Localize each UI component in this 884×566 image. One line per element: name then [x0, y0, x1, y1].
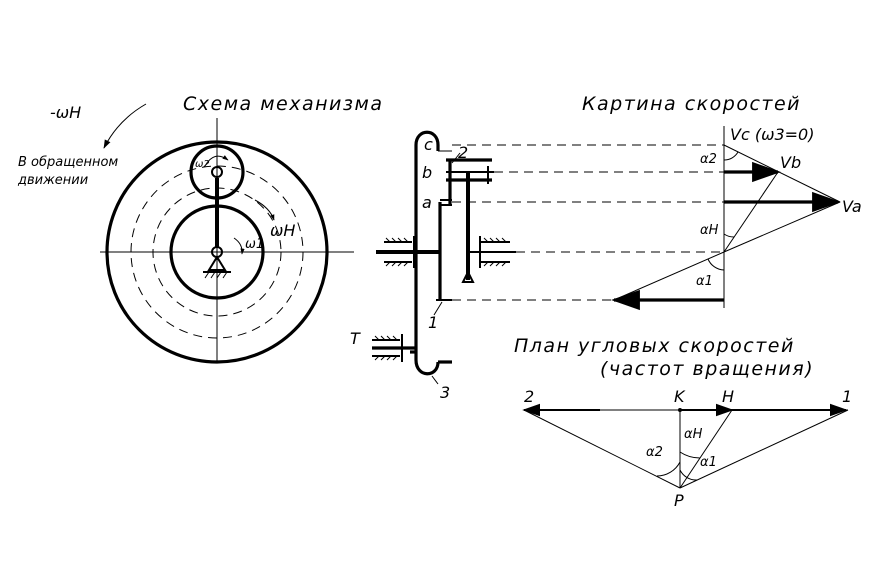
side-section: T — [350, 130, 516, 402]
plan-title-line2: (частот вращения) — [600, 358, 814, 380]
rotation-arrow — [103, 103, 147, 149]
plan-ray-2 — [523, 409, 681, 489]
planet-pivot — [211, 166, 223, 178]
pitch-circle-ring — [130, 165, 304, 339]
alpha-2-arc — [723, 151, 739, 161]
ring-gear-3 — [105, 140, 329, 364]
plan-alpha-h: αH — [684, 427, 703, 442]
mechanism-scheme: Схема механизма -ωH В обращенном движени… — [17, 93, 383, 364]
point-b: b — [422, 163, 432, 182]
plan-point-h: H — [722, 387, 734, 406]
velocity-title: Картина скоростей — [582, 93, 801, 115]
alpha-h-arc — [723, 233, 735, 238]
rotation-note-line1: В обращенном — [18, 155, 118, 170]
velocity-picture: Картина скоростей Vc (ω3=0) Vb Va α2 αH … — [582, 93, 862, 311]
omega-1-arrow — [233, 237, 245, 255]
carrier-velocity-line — [723, 171, 779, 253]
plan-alpha-1: α1 — [700, 455, 717, 470]
plan-point-k: K — [674, 387, 686, 406]
plan-ray-1 — [679, 409, 849, 489]
omega-1-label: ω1 — [245, 237, 264, 252]
vc-label: Vc (ω3=0) — [730, 125, 814, 144]
plan-title-line1: План угловых скоростей — [514, 335, 795, 357]
omega-2-label: ω2 — [195, 159, 210, 170]
scheme-title: Схема механизма — [183, 93, 383, 115]
plan-point-p: P — [674, 491, 684, 510]
plan-ray-h — [679, 409, 733, 489]
plan-alpha-h-arc — [679, 451, 701, 459]
alpha-2-label: α2 — [700, 152, 717, 167]
point-a: a — [422, 193, 432, 212]
plan-alpha-1-arc — [679, 469, 698, 481]
sun-velocity-line — [613, 251, 725, 301]
omega-h-label: ωH — [270, 221, 295, 240]
carrier-bearing — [479, 236, 510, 268]
alpha-1-arc — [707, 258, 725, 271]
gear-1-label: 1 — [428, 313, 438, 332]
projection-lines — [452, 144, 724, 301]
rotation-symbol: -ωH — [50, 103, 81, 122]
rotation-note-line2: движении — [17, 173, 88, 188]
input-bearing — [384, 236, 415, 268]
planet-velocity-line-lower — [723, 201, 841, 253]
ring-gear-profile — [414, 130, 440, 376]
gear-2-label: 2 — [458, 143, 468, 162]
omega-h-arrow — [254, 199, 275, 221]
planet-velocity-line-upper — [723, 144, 841, 203]
va-label: Va — [842, 197, 862, 216]
bearing-t — [372, 334, 403, 362]
plan-point-2: 2 — [524, 387, 534, 406]
fixed-support — [207, 255, 227, 271]
gear-3-label: 3 — [440, 383, 450, 402]
plan-point-1: 1 — [842, 387, 852, 406]
plan-alpha-2: α2 — [646, 445, 663, 460]
vb-label: Vb — [780, 153, 801, 172]
angular-velocity-plan: План угловых скоростей (частот вращения)… — [514, 335, 852, 510]
alpha-1-label: α1 — [696, 274, 713, 289]
alpha-h-label: αH — [700, 223, 719, 238]
omega-2-arrow — [204, 155, 229, 167]
label-t: T — [350, 329, 361, 348]
plan-alpha-2-arc — [656, 461, 681, 477]
point-c: c — [424, 135, 433, 154]
